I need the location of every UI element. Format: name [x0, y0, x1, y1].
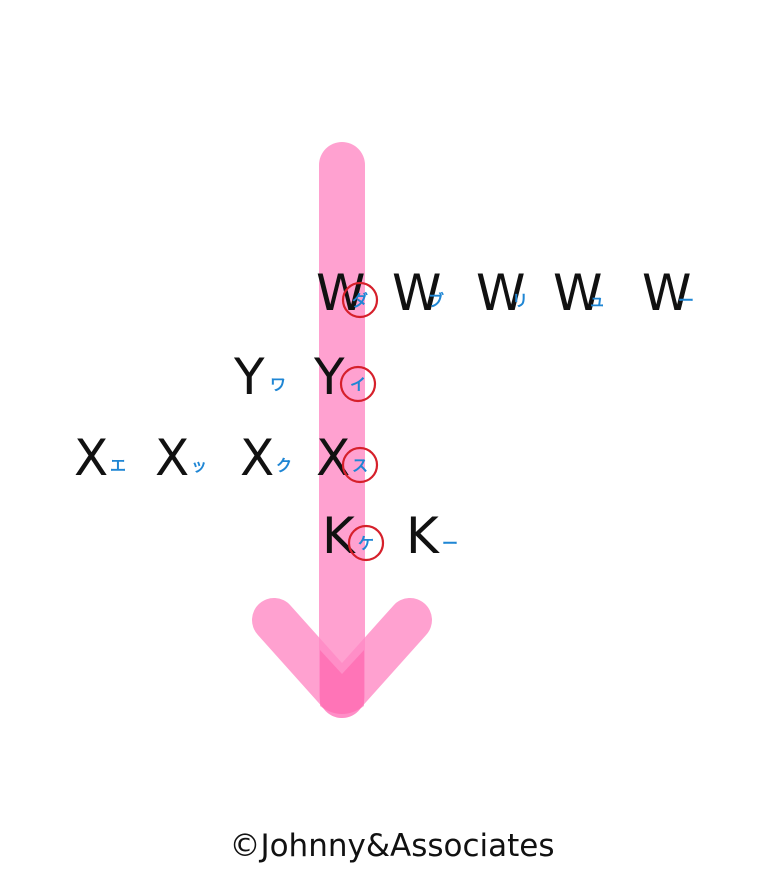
circle-mark — [341, 281, 379, 319]
kana-label: ク — [276, 456, 292, 475]
letter: Y — [313, 348, 345, 406]
arrow-overlap — [320, 650, 364, 714]
kana-label: ケ — [358, 534, 374, 553]
letter: W — [642, 264, 691, 322]
letter: X — [240, 429, 274, 487]
letter: W — [392, 264, 441, 322]
kana-label: ー — [442, 534, 458, 553]
kana-label: ダ — [352, 291, 368, 310]
kana-label: エ — [110, 456, 126, 475]
letter-pair: Wダ — [316, 264, 379, 322]
letter-pair: Wュ — [553, 264, 605, 322]
kana-label: ス — [352, 456, 368, 475]
circle-mark — [341, 446, 379, 484]
kana-label: ッ — [191, 456, 207, 475]
letter: W — [316, 264, 365, 322]
kana-label: ブ — [428, 291, 444, 310]
letter: X — [155, 429, 189, 487]
letter: W — [553, 264, 602, 322]
letter: X — [74, 429, 108, 487]
circle-mark — [339, 365, 377, 403]
kana-label: リ — [512, 291, 528, 310]
kana-label: ュ — [589, 291, 605, 310]
down-arrow-icon — [252, 142, 432, 718]
kana-label: ー — [678, 291, 694, 310]
letter-pair: Wブ — [392, 264, 444, 322]
letter: K — [406, 507, 440, 565]
copyright-credit: ©Johnny&Associates — [229, 828, 555, 864]
kana-label: イ — [350, 375, 366, 394]
letter-pair: Wリ — [476, 264, 528, 322]
kana-label: ワ — [270, 375, 286, 394]
circle-mark — [347, 524, 385, 562]
letter: Y — [233, 348, 265, 406]
letter-pair: Wー — [642, 264, 694, 322]
letter: W — [476, 264, 525, 322]
